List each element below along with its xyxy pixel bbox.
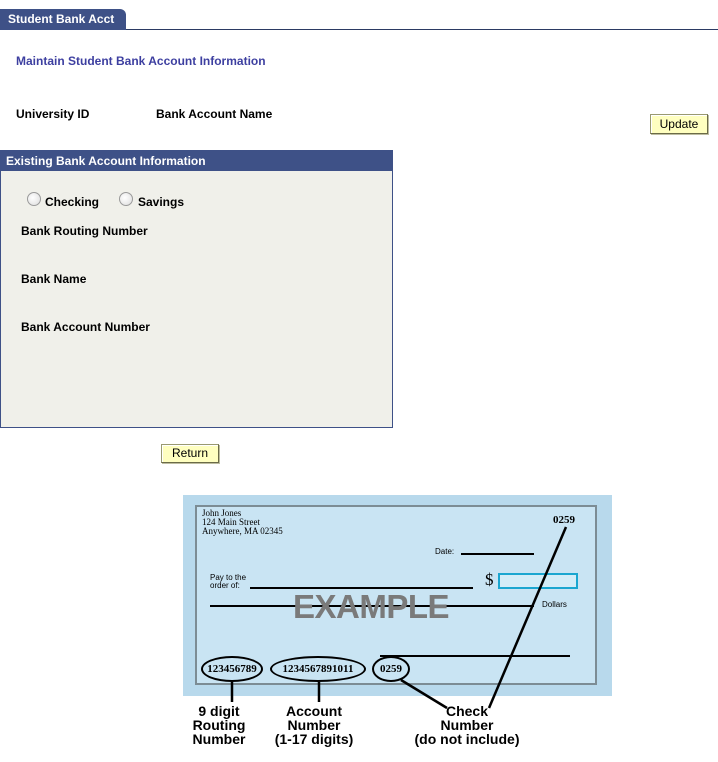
bank-name-label: Bank Name: [21, 272, 87, 286]
routing-callout-line3: Number: [192, 731, 246, 747]
checking-radio[interactable]: [27, 192, 41, 206]
check-number-callout: Check Number (do not include): [412, 704, 522, 746]
return-button[interactable]: Return: [161, 444, 219, 463]
check-pay-to-line2: order of:: [210, 581, 240, 590]
check-pay-to-label: Pay to the order of:: [210, 574, 246, 590]
check-pay-to-line1: Pay to the: [210, 573, 247, 582]
check-written-amount-line: [210, 605, 534, 607]
routing-callout-line1: 9 digit: [198, 703, 240, 719]
bank-account-number-label: Bank Account Number: [21, 320, 150, 334]
check-date-line: [461, 553, 534, 555]
tab-student-bank-acct[interactable]: Student Bank Acct: [0, 9, 126, 30]
existing-bank-account-group: Existing Bank Account Information Checki…: [0, 150, 393, 428]
check-dollars-label: Dollars: [542, 600, 567, 609]
check-owner-block: John Jones 124 Main Street Anywhere, MA …: [202, 509, 283, 536]
tab-divider: [126, 29, 718, 30]
check-owner-address2: Anywhere, MA 02345: [202, 526, 283, 536]
savings-label: Savings: [138, 195, 185, 209]
check-owner-address1: 124 Main Street: [202, 517, 260, 527]
check-owner-name: John Jones: [202, 508, 242, 518]
check-callout-line1: Check: [445, 703, 489, 719]
check-number-oval: 0259: [372, 656, 410, 682]
check-signature-line: [380, 655, 570, 657]
check-amount-box: [498, 573, 578, 589]
routing-callout-line2: Routing: [192, 717, 246, 733]
university-id-label: University ID: [16, 107, 90, 121]
account-number-oval: 1234567891011: [270, 656, 366, 682]
bank-account-name-label: Bank Account Name: [156, 107, 273, 121]
account-callout-line3: (1-17 digits): [274, 731, 354, 747]
bank-routing-number-label: Bank Routing Number: [21, 224, 148, 238]
group-title: Existing Bank Account Information: [1, 151, 392, 171]
check-callout-line2: Number: [440, 717, 494, 733]
check-payee-line: [250, 587, 473, 589]
check-date-label: Date:: [435, 547, 455, 556]
account-callout-line2: Number: [287, 717, 341, 733]
check-callout-line3: (do not include): [414, 731, 520, 747]
checking-label: Checking: [45, 195, 100, 209]
check-dollar-sign: $: [485, 570, 494, 589]
update-button[interactable]: Update: [650, 114, 708, 134]
account-callout-line1: Account: [286, 703, 342, 719]
routing-callout: 9 digit Routing Number: [183, 704, 255, 746]
page-title: Maintain Student Bank Account Informatio…: [16, 54, 266, 68]
routing-number-oval: 123456789: [201, 656, 263, 682]
savings-radio[interactable]: [119, 192, 133, 206]
account-callout: Account Number (1-17 digits): [262, 704, 366, 746]
check-number-top: 0259: [553, 514, 575, 526]
check-watermark: EXAMPLE: [293, 588, 450, 625]
